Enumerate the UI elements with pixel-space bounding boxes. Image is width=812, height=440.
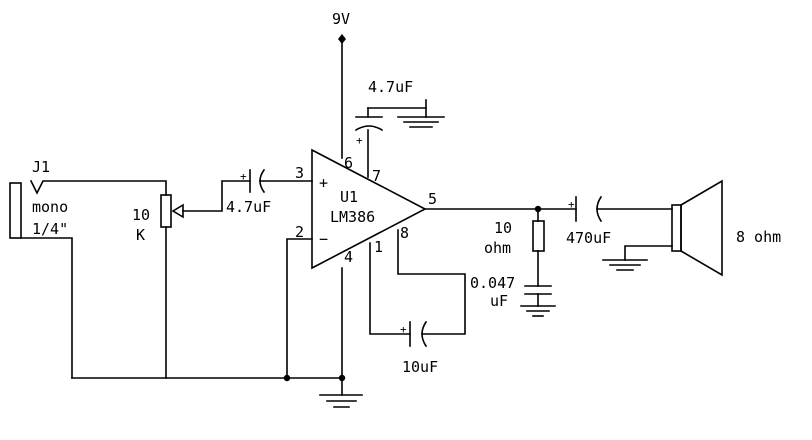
bypass-capacitor: 4.7uF + 7 — [354, 78, 445, 185]
input-jack: J1 mono 1/4" — [9, 158, 167, 379]
pin-8-label: 8 — [400, 224, 409, 242]
pot-value-line1: 10 — [132, 206, 150, 224]
speaker-value: 8 ohm — [736, 228, 781, 246]
pin-1-label: 1 — [374, 238, 383, 256]
speaker-icon — [680, 179, 723, 277]
input-cap-value: 4.7uF — [226, 198, 271, 216]
gain-capacitor: + 10uF — [369, 229, 466, 376]
bypass-cap-value: 4.7uF — [368, 78, 413, 96]
pin-7-label: 7 — [372, 167, 381, 185]
jack-type-line2: 1/4" — [32, 220, 68, 238]
pin-3-label: 3 — [295, 164, 304, 182]
lm386-amplifier: U1 LM386 + − 3 2 4 1 8 5 — [295, 148, 437, 270]
zobel-cap-value-line2: uF — [490, 292, 508, 310]
output-network: 10 ohm 0.047 uF — [424, 205, 577, 317]
amp-part: LM386 — [330, 208, 375, 226]
pot-value-line2: K — [136, 226, 145, 244]
zobel-resistor-value-line2: ohm — [484, 239, 511, 257]
output-cap-polarity: + — [568, 198, 575, 211]
jack-ref: J1 — [32, 158, 50, 176]
output-cap-value: 470uF — [566, 229, 611, 247]
gain-cap-value: 10uF — [402, 358, 438, 376]
pin-6-label: 6 — [344, 154, 353, 172]
supply-9v: 9V 6 — [332, 10, 353, 172]
zobel-resistor-value-line1: 10 — [494, 219, 512, 237]
pin-4-label: 4 — [344, 248, 353, 266]
supply-label: 9V — [332, 10, 350, 28]
input-cap-polarity: + — [240, 170, 247, 183]
output-capacitor: + 470uF — [566, 195, 673, 247]
pin-2-label: 2 — [295, 223, 304, 241]
speaker: 8 ohm — [602, 179, 781, 277]
jack-type-line1: mono — [32, 198, 68, 216]
amp-plus-label: + — [319, 174, 328, 192]
zobel-cap-value-line1: 0.047 — [470, 274, 515, 292]
pin-5-label: 5 — [428, 190, 437, 208]
volume-potentiometer: 10 K — [132, 180, 251, 379]
ground-bus — [71, 238, 363, 408]
amp-minus-label: − — [319, 230, 328, 248]
input-capacitor: + 4.7uF — [226, 168, 313, 216]
gain-cap-polarity: + — [400, 323, 407, 336]
wiper-arrow-icon — [171, 203, 184, 219]
supply-arrow-icon — [338, 34, 346, 44]
bypass-cap-polarity: + — [356, 134, 363, 147]
amp-ref: U1 — [340, 188, 358, 206]
